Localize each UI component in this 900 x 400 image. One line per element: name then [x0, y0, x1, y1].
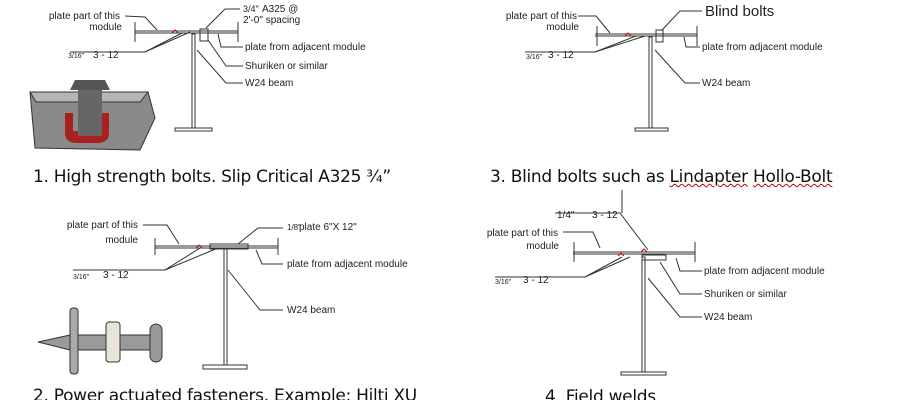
label-shuriken: Shuriken or similar — [245, 61, 328, 72]
label-beam: W24 beam — [702, 78, 751, 89]
label-beam: W24 beam — [245, 78, 294, 89]
label-plate-part: plate part of this — [66, 220, 138, 231]
detail-2-drawing — [73, 224, 283, 370]
detail-1-drawing — [70, 8, 243, 132]
label-module: module — [89, 22, 122, 33]
top-weld-size: 1/4" — [557, 210, 575, 221]
weld-size: 3/16" — [495, 279, 512, 286]
label-spacing: 2'-0" spacing — [243, 15, 301, 26]
caption-1: 1. High strength bolts. Slip Critical A3… — [33, 167, 391, 187]
label-plate-part: plate part of this — [505, 11, 577, 22]
label-plate-adjacent: plate from adjacent module — [704, 266, 825, 277]
weld-size: 3/16" — [68, 53, 85, 60]
label-module: module — [526, 241, 559, 252]
detail-3-drawing — [525, 10, 702, 132]
caption-3-prefix: 3. Blind bolts such as — [490, 167, 670, 187]
caption-2: 2. Power actuated fasteners. Example: Hi… — [33, 386, 417, 400]
label-plate-fraction: 1/8" — [287, 223, 301, 232]
weld-size: 3/16" — [73, 274, 90, 281]
detail-4-drawing — [495, 190, 702, 376]
caption-3: 3. Blind bolts such as Lindapter Hollo-B… — [490, 167, 833, 187]
weld-spec: 3 - 12 — [93, 50, 119, 61]
caption-3-product: Hollo-Bolt — [752, 167, 833, 187]
label-beam: W24 beam — [287, 305, 336, 316]
fastener-photo — [37, 307, 163, 375]
weld-size: 3/16" — [526, 54, 543, 61]
label-shuriken: Shuriken or similar — [704, 289, 787, 300]
label-plate-part: plate part of this — [48, 11, 120, 22]
caption-3-brand: Lindapter — [669, 167, 748, 187]
label-beam: W24 beam — [704, 312, 753, 323]
weld-spec: 3 - 12 — [103, 270, 129, 281]
label-bolt-spec: A325 @ — [262, 4, 299, 15]
label-module: module — [105, 235, 138, 246]
label-plate-part: plate part of this — [486, 228, 558, 239]
weld-spec: 3 - 12 — [548, 50, 574, 61]
bolt-photo — [29, 80, 156, 151]
label-plate-adjacent: plate from adjacent module — [245, 42, 366, 53]
label-plate-adjacent: plate from adjacent module — [702, 42, 823, 53]
label-bolt-fraction: 3/4" — [243, 4, 259, 14]
top-weld-spec: 3 - 12 — [592, 210, 618, 221]
weld-spec: 3 - 12 — [523, 275, 549, 286]
label-blind-bolts: Blind bolts — [705, 3, 775, 20]
label-module: module — [546, 22, 579, 33]
label-plate-spec: plate 6"X 12" — [299, 222, 357, 233]
caption-4: 4. Field welds — [545, 387, 656, 400]
label-plate-adjacent: plate from adjacent module — [287, 259, 408, 270]
